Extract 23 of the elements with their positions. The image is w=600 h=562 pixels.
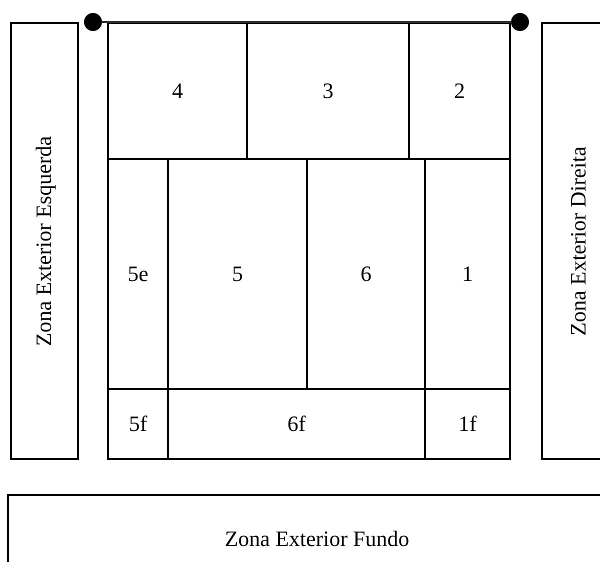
cell-label: 6f	[287, 411, 306, 437]
zone-label: Zona Exterior Esquerda	[32, 136, 58, 346]
cell-label: 3	[322, 78, 334, 104]
dot-marker	[511, 13, 529, 31]
cell-label: 5f	[128, 411, 148, 437]
zone-label: Zona Exterior Direita	[566, 146, 592, 336]
zone-box	[541, 22, 600, 460]
cell-label: Zona Exterior Fundo	[224, 526, 410, 552]
connector-line	[102, 21, 511, 23]
cell-label: 4	[172, 78, 183, 104]
cell-label: 5	[232, 261, 243, 287]
cell-label: 1	[462, 261, 473, 287]
cell-box	[7, 494, 600, 562]
cell-label: 1f	[458, 411, 477, 437]
cell-label: 6	[360, 261, 372, 287]
cell-box	[424, 388, 511, 460]
dot-marker	[84, 13, 102, 31]
cell-box	[107, 22, 248, 160]
zone-box	[10, 22, 79, 460]
cell-label: 5e	[128, 261, 148, 287]
cell-box	[107, 388, 169, 460]
cell-box	[408, 22, 511, 160]
cell-label: 2	[454, 78, 465, 104]
